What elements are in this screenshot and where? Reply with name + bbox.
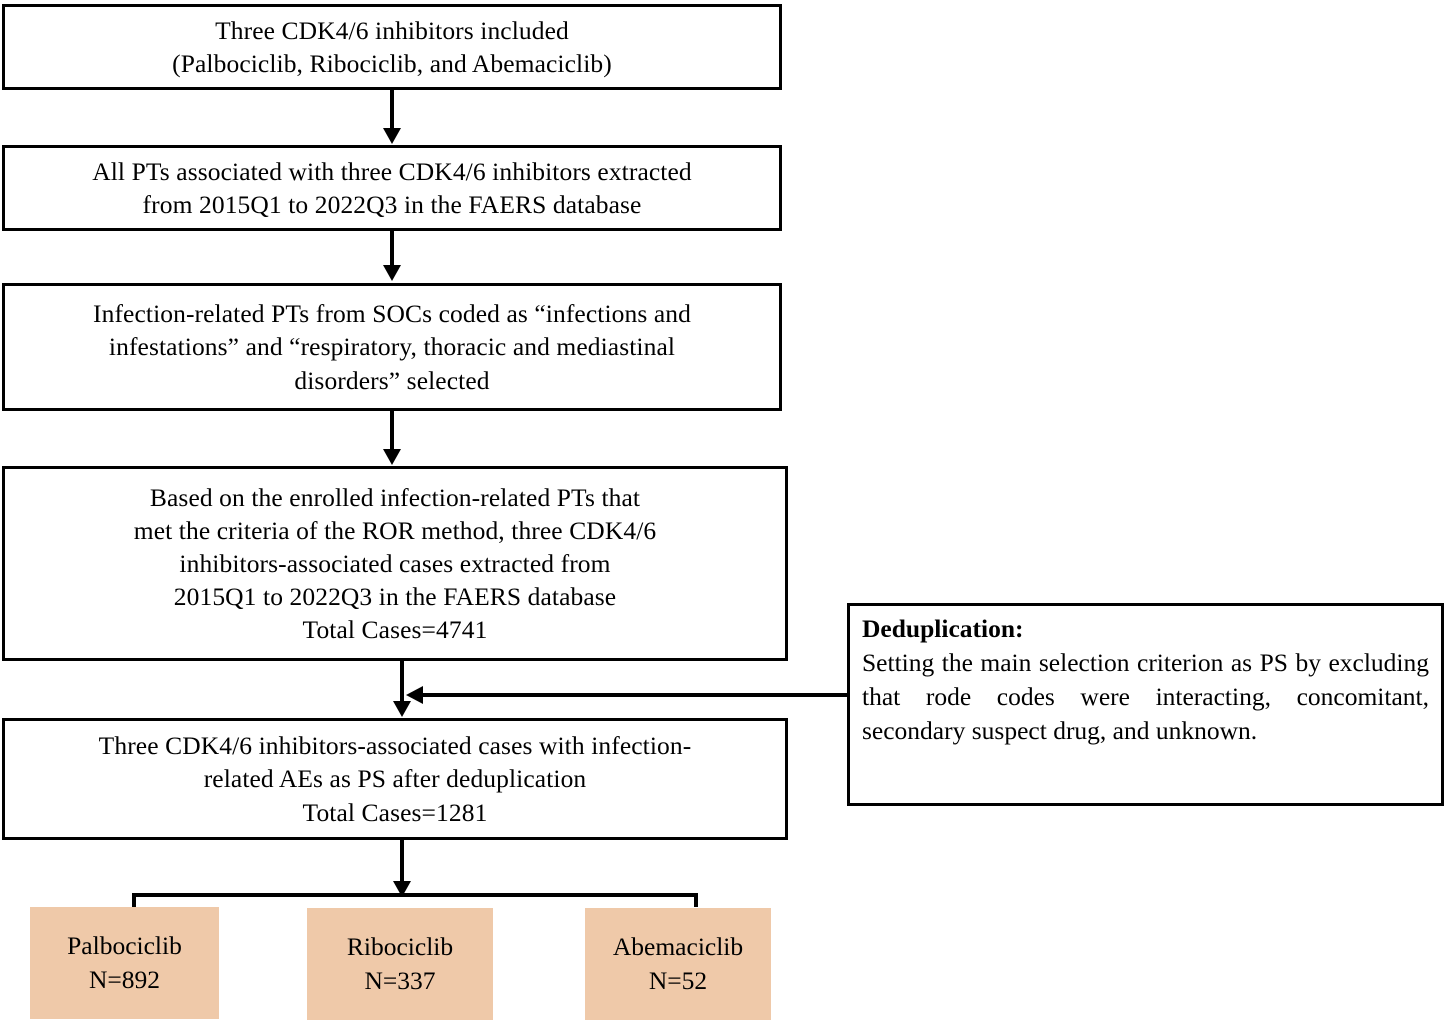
leaf-ribociclib-name: Ribociclib (346, 931, 454, 961)
arrowhead-left-icon (406, 686, 423, 704)
connector-dedup-result-to-split (400, 840, 404, 885)
node-dedup-result-total: Total Cases=1281 (302, 797, 488, 827)
node-ror-cases-line-1: Based on the enrolled infection-related … (149, 482, 641, 512)
deduplication-note-title: Deduplication: (862, 614, 1024, 643)
connector-split-stub-left (132, 893, 136, 907)
connector-extracted-to-socs (390, 231, 394, 267)
node-pts-extracted-line-1: All PTs associated with three CDK4/6 inh… (92, 156, 692, 186)
connector-split-stub-right (694, 893, 698, 907)
node-ror-cases-line-3: inhibitors-associated cases extracted fr… (179, 548, 611, 578)
arrowhead-down-icon (383, 265, 401, 281)
node-inhibitors-included: Three CDK4/6 inhibitors included (Palboc… (2, 4, 782, 90)
leaf-palbociclib-count: N=892 (88, 965, 161, 994)
node-soc-selection: Infection-related PTs from SOCs coded as… (2, 283, 782, 411)
node-dedup-result-line-1: Three CDK4/6 inhibitors-associated cases… (98, 731, 692, 761)
node-ror-cases-line-2: met the criteria of the ROR method, thre… (133, 515, 657, 545)
node-pts-extracted: All PTs associated with three CDK4/6 inh… (2, 145, 782, 231)
connector-ror-to-dedup-result (400, 661, 404, 703)
leaf-abemaciclib: Abemaciclib N=52 (585, 908, 771, 1020)
arrowhead-down-icon (383, 128, 401, 144)
node-deduplication-note: Deduplication: Setting the main selectio… (847, 603, 1444, 806)
node-inhibitors-included-line-1: Three CDK4/6 inhibitors included (215, 15, 569, 45)
leaf-ribociclib: Ribociclib N=337 (307, 908, 493, 1020)
connector-dedup-note-to-trunk (423, 693, 847, 697)
node-soc-selection-line-1: Infection-related PTs from SOCs coded as… (93, 299, 691, 329)
node-pts-extracted-line-2: from 2015Q1 to 2022Q3 in the FAERS datab… (142, 190, 642, 219)
leaf-abemaciclib-count: N=52 (648, 966, 708, 995)
arrowhead-down-icon (383, 449, 401, 465)
leaf-ribociclib-count: N=337 (364, 966, 436, 995)
node-ror-cases-line-4: 2015Q1 to 2022Q3 in the FAERS database (173, 582, 617, 612)
node-inhibitors-included-line-2: (Palbociclib, Ribociclib, and Abemacicli… (172, 49, 612, 78)
node-ror-cases-total: Total Cases=4741 (302, 615, 488, 645)
deduplication-note-body: Setting the main selection criterion as … (862, 647, 1429, 745)
node-soc-selection-line-3: disorders” selected (294, 365, 490, 395)
connector-included-to-extracted (390, 90, 394, 130)
leaf-abemaciclib-name: Abemaciclib (612, 931, 744, 961)
node-ror-cases: Based on the enrolled infection-related … (2, 466, 788, 661)
leaf-palbociclib-name: Palbociclib (67, 930, 182, 960)
node-soc-selection-line-2: infestations” and “respiratory, thoracic… (108, 332, 676, 362)
leaf-palbociclib: Palbociclib N=892 (30, 907, 219, 1019)
connector-split-bar (132, 893, 698, 897)
node-dedup-result: Three CDK4/6 inhibitors-associated cases… (2, 718, 788, 840)
connector-socs-to-ror (390, 411, 394, 451)
node-dedup-result-line-2: related AEs as PS after deduplication (203, 764, 587, 794)
arrowhead-down-icon (393, 701, 411, 717)
